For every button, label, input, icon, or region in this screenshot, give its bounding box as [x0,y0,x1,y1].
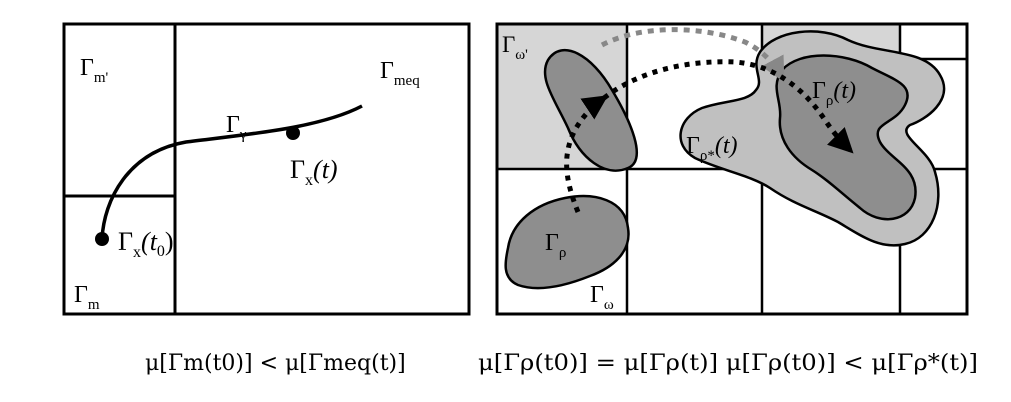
point-x-t [286,126,300,140]
blob-rho [504,194,630,290]
right-caption: μ[Γρ(t0)] = μ[Γρ(t)] μ[Γρ(t0)] < μ[Γρ*(t… [478,351,978,376]
arrow-gray-dotted [600,27,785,83]
label-gamma-rho-star-t: Γρ*(t) [686,133,738,164]
label-gamma-omega: Γω [590,282,614,313]
label-gamma-omega-prime: Γω' [502,32,528,63]
label-gamma-meq: Γmeq [380,58,420,89]
arrow-black-dotted-upper [602,59,854,154]
label-gamma-m-prime: Γm' [80,55,109,86]
label-gamma-rho-t: Γρ(t) [812,78,856,109]
label-gamma-rho: Γρ [545,230,566,261]
label-gamma-x-t0: Γx(t0) [118,227,174,261]
left-panel: Γm' Γmeq Γγ Γx(t) Γx(t0) Γm [62,22,471,316]
label-gamma-x-t: Γx(t) [290,155,338,189]
right-panel: Γω' Γρ(t) Γρ*(t) Γρ Γω [495,22,969,316]
label-gamma-gamma: Γγ [226,112,247,143]
left-caption: μ[Γm(t0)] < μ[Γmeq(t)] [145,351,406,376]
arrow-black-dotted-lower [564,95,609,213]
trajectory-curve [100,104,363,240]
point-x-t0 [95,232,109,246]
label-gamma-m: Γm [74,282,100,313]
left-frame [62,22,471,316]
